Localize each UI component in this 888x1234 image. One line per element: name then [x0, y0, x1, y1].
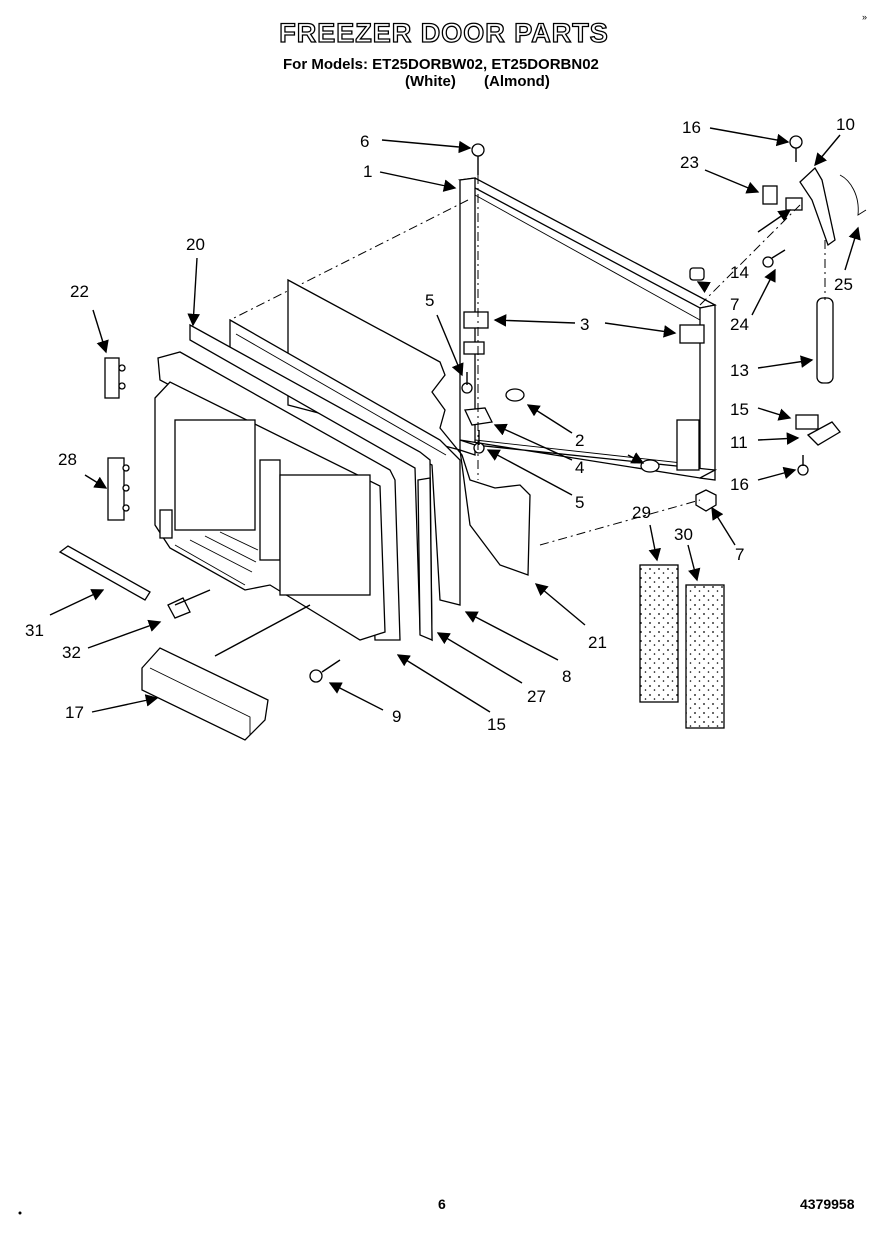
stop-2-bottom: [640, 459, 660, 473]
callout-8: 8: [562, 667, 571, 686]
callout-30: 30: [674, 525, 693, 544]
callout-17: 17: [65, 703, 84, 722]
screw-16-bottom: [797, 464, 809, 476]
models-line: For Models: ET25DORBW02, ET25DORBN02: [283, 56, 599, 73]
callout-31: 31: [25, 621, 44, 640]
callout-5-top: 5: [425, 291, 434, 310]
cover-25: [839, 174, 867, 216]
variant-white: (White): [405, 73, 456, 90]
callout-7-top: 7: [730, 295, 739, 314]
hinge-bracket-right: [679, 324, 705, 344]
screw-16-top: [789, 135, 803, 149]
callout-11: 11: [730, 433, 748, 452]
callout-10: 10: [836, 115, 855, 134]
clip-32: [167, 597, 191, 619]
callout-28: 28: [58, 450, 77, 469]
callout-25: 25: [834, 275, 853, 294]
bracket-28: [107, 457, 130, 521]
callout-labels: 6 1 16 10 23 14 7 24 25 3 13 15 11 16 5 …: [25, 115, 855, 734]
corner-mark: »: [862, 12, 867, 22]
hinge-bracket-lower: [463, 341, 485, 355]
screw-6: [471, 143, 485, 175]
callout-9: 9: [392, 707, 401, 726]
leader-lines: [49, 127, 861, 713]
foam-block-30: [685, 584, 725, 729]
callout-4: 4: [575, 458, 584, 477]
screw-5-lower: [473, 430, 485, 454]
callout-29: 29: [632, 503, 651, 522]
callout-21: 21: [588, 633, 607, 652]
screw-24: [762, 256, 774, 268]
callout-5-lower: 5: [575, 493, 584, 512]
hinge-11: [806, 421, 841, 446]
callout-23: 23: [680, 153, 699, 172]
callout-14: 14: [730, 263, 749, 282]
shelf-rail-31: [58, 545, 151, 601]
callout-32: 32: [62, 643, 81, 662]
bracket-22: [104, 357, 126, 399]
callout-16-top: 16: [682, 118, 701, 137]
callout-13: 15: [730, 400, 749, 419]
cap-7-top: [689, 267, 705, 281]
page-title: FREEZER DOOR PARTS: [279, 17, 609, 48]
callout-12: 13: [730, 361, 749, 380]
callout-1: 1: [363, 162, 372, 181]
callout-20: 20: [186, 235, 205, 254]
hinge-bracket-left: [463, 311, 489, 329]
callout-22: 22: [70, 282, 89, 301]
nut-7-bottom: [695, 489, 717, 512]
hinge-10: [799, 166, 836, 247]
callout-6: 6: [360, 132, 369, 151]
strip-27: [417, 477, 433, 641]
screw-5-top: [461, 372, 473, 394]
stop-2-top: [505, 388, 525, 402]
inner-door-liner-15: [154, 351, 401, 641]
screw-9: [309, 659, 341, 683]
shim-13: [795, 414, 819, 430]
callout-3: 3: [580, 315, 589, 334]
variant-almond: (Almond): [484, 73, 550, 90]
document-number: 4379958: [800, 1196, 855, 1212]
spacer-23: [762, 185, 778, 205]
callout-2: 2: [575, 431, 584, 450]
door-bin-17: [141, 647, 269, 741]
callout-15: 15: [487, 715, 506, 734]
callout-16-bottom: 16: [730, 475, 749, 494]
hinge-pin-12: [816, 297, 834, 384]
callout-24: 24: [730, 315, 749, 334]
corner-dot: [18, 1211, 22, 1215]
foam-block-29: [639, 564, 679, 703]
page-number: 6: [438, 1196, 446, 1212]
callout-27: 27: [527, 687, 546, 706]
shim-14: [785, 197, 803, 211]
callout-7-bottom: 7: [735, 545, 744, 564]
